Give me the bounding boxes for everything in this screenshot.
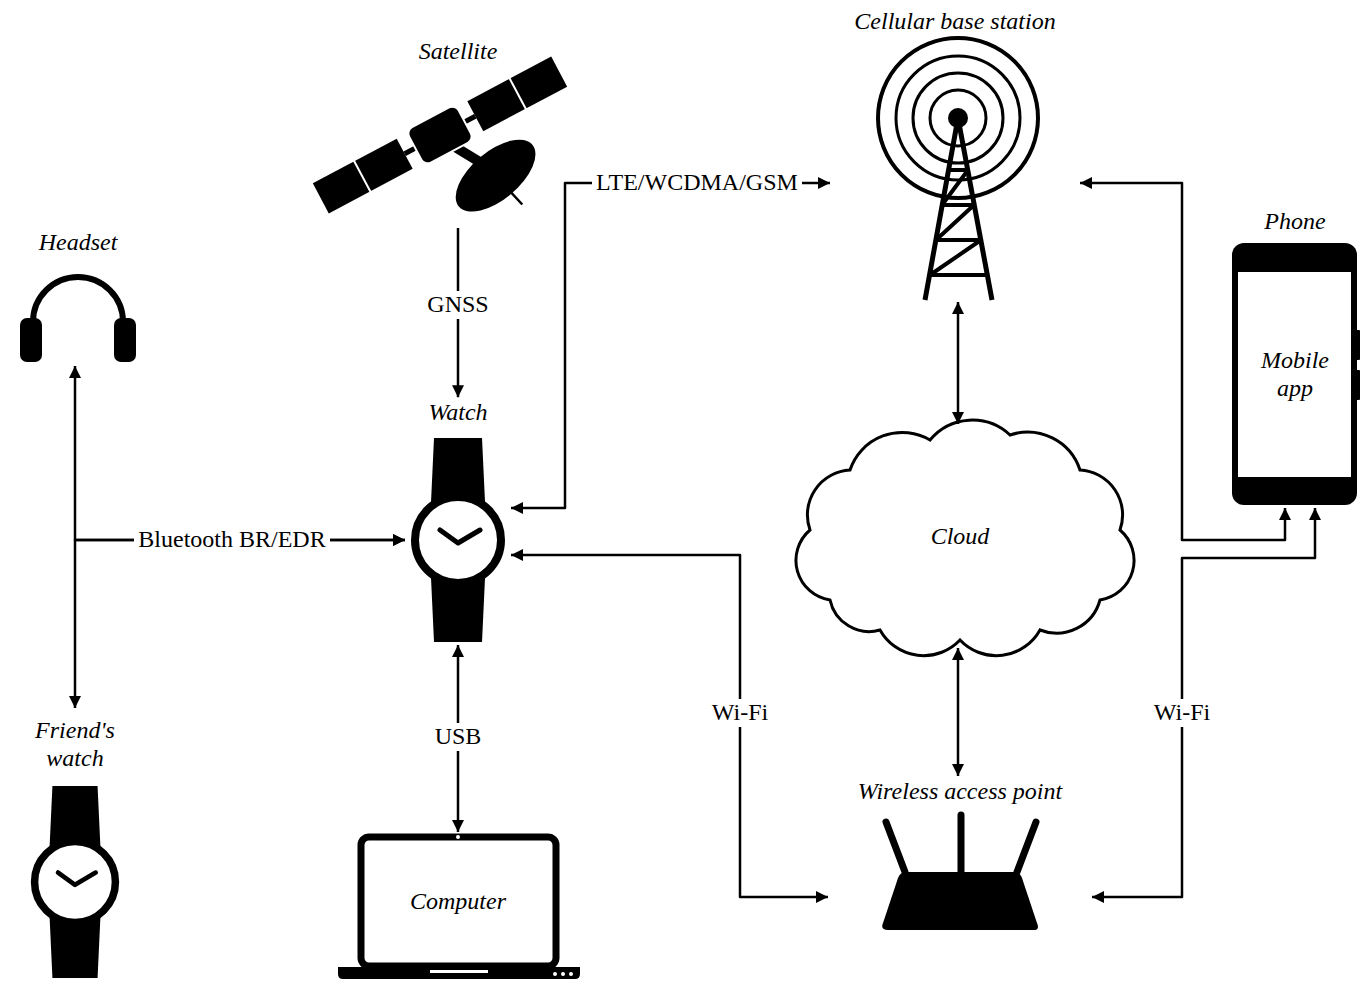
laptop-icon (456, 835, 460, 839)
base-station-icon (948, 108, 968, 128)
headset-icon (20, 318, 42, 362)
base-station-node: Cellular base station (830, 6, 1080, 302)
edge-label: USB (431, 723, 486, 751)
router-icon (1017, 822, 1036, 872)
base-station-icon (878, 38, 1038, 198)
edge-label: Wi-Fi (708, 699, 772, 727)
node-label: Watch (428, 399, 487, 427)
access-point-node: Wireless access point (828, 776, 1092, 936)
laptop-icon (338, 967, 580, 979)
friend-watch-icon (50, 918, 101, 978)
laptop-icon (553, 972, 557, 976)
node-label: Cloud (931, 523, 990, 551)
friend-watch-icon (35, 786, 116, 978)
connector-arrow (511, 183, 830, 508)
phone-icon (1356, 330, 1360, 360)
satellite-icon (313, 139, 413, 214)
cloud-node: Cloud (800, 424, 1125, 648)
friend-watch-icon (50, 786, 101, 846)
connector-arrow (1080, 183, 1285, 540)
node-label: Satellite (419, 38, 498, 66)
edge-label: GNSS (423, 291, 492, 319)
base-station-icon (878, 38, 1038, 300)
laptop-icon (569, 972, 573, 976)
router-icon (958, 815, 965, 872)
watch-icon (431, 578, 485, 642)
phone-icon (1232, 243, 1357, 505)
edge-label: LTE/WCDMA/GSM (592, 169, 802, 197)
laptop-icon (361, 837, 556, 966)
edge-label: Bluetooth BR/EDR (134, 526, 329, 554)
watch-icon (440, 530, 480, 543)
headset-icon (33, 277, 123, 335)
satellite-icon (509, 78, 526, 110)
watch-icon (431, 438, 485, 502)
router-icon (886, 822, 905, 872)
node-body-text: Mobile app (1243, 347, 1347, 402)
satellite-icon (496, 171, 523, 209)
satellite-node: Satellite (300, 36, 565, 228)
headset-node: Headset (16, 227, 140, 366)
node-label: Headset (39, 229, 118, 257)
computer-node: Computer (336, 832, 582, 980)
phone-icon (1238, 272, 1351, 477)
phone-node: PhoneMobile app (1228, 206, 1362, 508)
base-station-icon (896, 56, 1020, 180)
laptop-icon (338, 835, 580, 979)
laptop-icon (561, 972, 565, 976)
satellite-icon (467, 57, 567, 132)
base-station-icon (930, 90, 986, 146)
node-label: Phone (1264, 208, 1325, 236)
headset-icon (20, 277, 136, 362)
friend-watch-icon (35, 842, 116, 923)
watch-node: Watch (405, 397, 511, 645)
connector-arrow (957, 302, 960, 424)
phone-icon (1232, 243, 1360, 505)
satellite-icon (406, 104, 474, 166)
satellite-icon (443, 126, 547, 224)
node-label: Cellular base station (854, 8, 1055, 36)
friend-watch-icon (58, 873, 96, 885)
connector-arrow (1092, 508, 1315, 897)
connector-arrow (511, 555, 828, 897)
router-icon (882, 872, 1038, 930)
satellite-icon (354, 160, 371, 192)
laptop-icon (430, 970, 488, 973)
node-label: Wireless access point (858, 778, 1062, 806)
friend-watch-node: Friend's watch (15, 708, 135, 980)
cloud-shape (796, 420, 1134, 656)
connector-arrow (75, 366, 405, 540)
cloud-shape (796, 420, 1134, 656)
edge-label: Wi-Fi (1150, 699, 1214, 727)
router-icon (882, 815, 1038, 930)
phone-icon (1356, 370, 1360, 400)
node-label: Friend's watch (19, 717, 131, 772)
base-station-icon (930, 170, 987, 275)
headset-icon (114, 318, 136, 362)
connector-arrow (957, 648, 960, 776)
connector-arrow (75, 540, 405, 708)
watch-icon (415, 497, 501, 583)
base-station-icon (925, 118, 992, 300)
watch-icon (415, 438, 501, 642)
base-station-icon (913, 73, 1003, 163)
node-label: Computer (410, 888, 506, 916)
